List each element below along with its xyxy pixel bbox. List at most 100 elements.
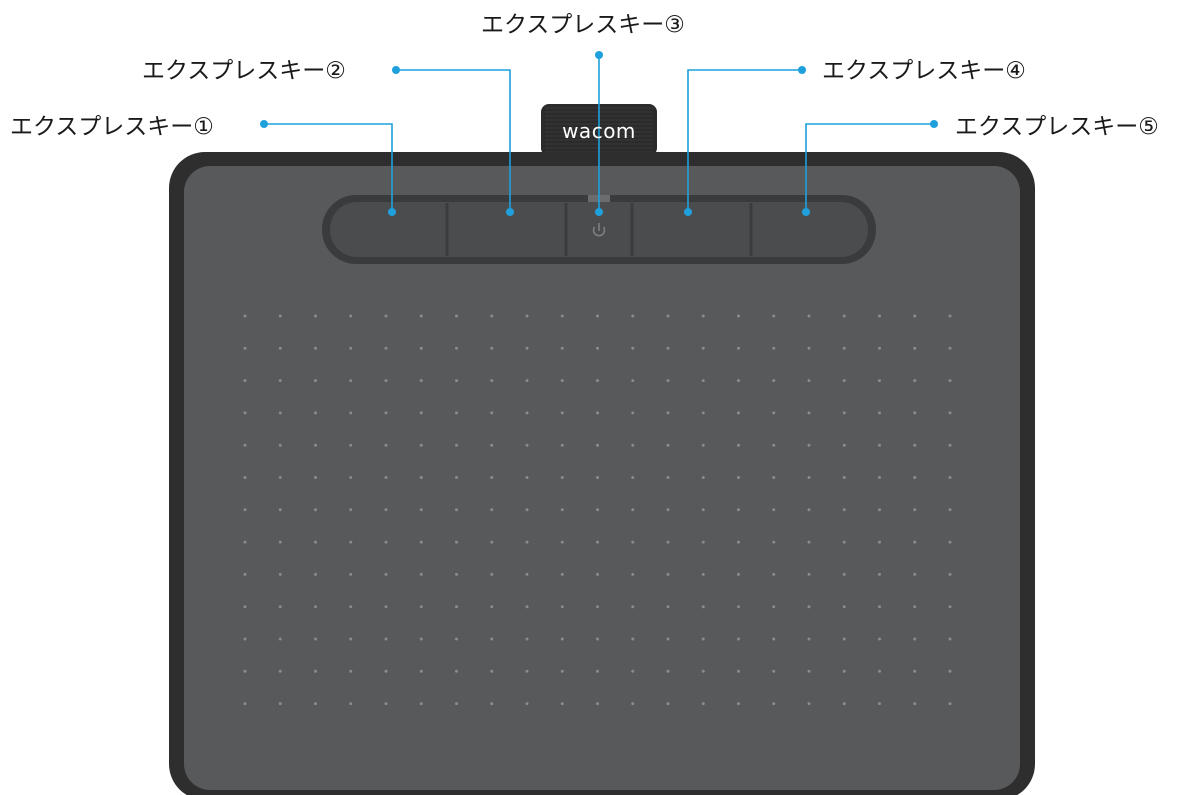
grid-dot <box>490 540 494 544</box>
grid-dot <box>772 379 776 383</box>
grid-dot <box>666 572 670 576</box>
grid-dot <box>878 379 881 383</box>
grid-dot <box>314 702 317 706</box>
grid-dot <box>525 379 529 383</box>
tablet-surface <box>184 166 1020 790</box>
grid-dot <box>842 508 846 512</box>
callout-line-5 <box>805 123 934 212</box>
grid-dot <box>384 443 388 447</box>
grid-dot <box>913 540 917 544</box>
grid-dot <box>631 411 635 415</box>
grid-dot <box>631 443 635 447</box>
grid-dot <box>807 572 811 576</box>
grid-dot <box>807 605 811 609</box>
grid-dot <box>560 669 564 673</box>
grid-dot <box>455 637 458 641</box>
grid-dot <box>948 637 952 641</box>
grid-dot <box>842 379 846 383</box>
grid-dot <box>701 540 705 544</box>
grid-dot <box>314 476 317 479</box>
callout-label-express-key-2: エクスプレスキー② <box>142 58 346 84</box>
grid-dot <box>490 443 494 447</box>
grid-dot <box>842 702 846 706</box>
grid-dot <box>772 346 776 350</box>
grid-dot <box>278 346 282 350</box>
grid-dot <box>349 379 353 383</box>
grid-dot <box>419 476 423 479</box>
grid-dot <box>948 411 952 415</box>
grid-dot <box>596 605 599 609</box>
grid-dot <box>772 314 776 318</box>
grid-dot <box>243 605 247 609</box>
grid-dot <box>490 379 494 383</box>
grid-dot <box>948 314 952 318</box>
grid-dot <box>525 346 529 350</box>
grid-dot <box>772 411 776 415</box>
grid-dot <box>596 443 599 447</box>
grid-dot <box>384 540 388 544</box>
grid-dot <box>525 572 529 576</box>
power-icon <box>592 223 606 237</box>
grid-dot <box>948 476 952 479</box>
grid-dot <box>772 572 776 576</box>
callout-dot-3a <box>595 51 603 59</box>
grid-dot <box>737 572 740 576</box>
grid-dot <box>243 637 247 641</box>
grid-dot <box>701 476 705 479</box>
grid-dot <box>455 443 458 447</box>
grid-dot <box>878 540 881 544</box>
grid-dot <box>349 702 353 706</box>
grid-dot <box>455 476 458 479</box>
grid-dot <box>666 411 670 415</box>
grid-dot <box>560 572 564 576</box>
grid-dot <box>631 540 635 544</box>
grid-dot <box>560 540 564 544</box>
grid-dot <box>913 637 917 641</box>
grid-dot <box>807 314 811 318</box>
grid-dot <box>842 346 846 350</box>
grid-dot <box>737 669 740 673</box>
callout-dot-4b <box>684 208 692 216</box>
grid-dot <box>631 476 635 479</box>
grid-dot <box>948 572 952 576</box>
grid-dot <box>878 508 881 512</box>
grid-dot <box>948 443 952 447</box>
grid-dot <box>596 669 599 673</box>
grid-dot <box>243 540 247 544</box>
grid-dot <box>631 637 635 641</box>
grid-dot <box>666 476 670 479</box>
grid-dot <box>243 443 247 447</box>
grid-dot <box>842 669 846 673</box>
callout-dot-5a <box>930 120 938 128</box>
callout-line-1 <box>264 123 393 212</box>
grid-dot <box>772 443 776 447</box>
grid-dot <box>278 508 282 512</box>
grid-dot <box>948 669 952 673</box>
grid-dot <box>807 411 811 415</box>
grid-dot <box>737 443 740 447</box>
grid-dot <box>384 572 388 576</box>
grid-dot <box>666 443 670 447</box>
grid-dot <box>596 508 599 512</box>
grid-dot <box>419 508 423 512</box>
grid-dot <box>349 540 353 544</box>
grid-dot <box>278 540 282 544</box>
grid-dot <box>948 540 952 544</box>
grid-dot <box>737 411 740 415</box>
grid-dot <box>666 379 670 383</box>
grid-dot <box>525 669 529 673</box>
grid-dot <box>701 346 705 350</box>
grid-dot <box>842 605 846 609</box>
grid-dot <box>948 605 952 609</box>
grid-dot <box>913 314 917 318</box>
grid-dot <box>631 605 635 609</box>
grid-dot <box>596 702 599 706</box>
grid-dot <box>737 314 740 318</box>
grid-dot <box>455 572 458 576</box>
grid-dot <box>807 379 811 383</box>
grid-dot <box>948 379 952 383</box>
grid-dot <box>560 346 564 350</box>
grid-dot <box>419 605 423 609</box>
grid-dot <box>842 637 846 641</box>
